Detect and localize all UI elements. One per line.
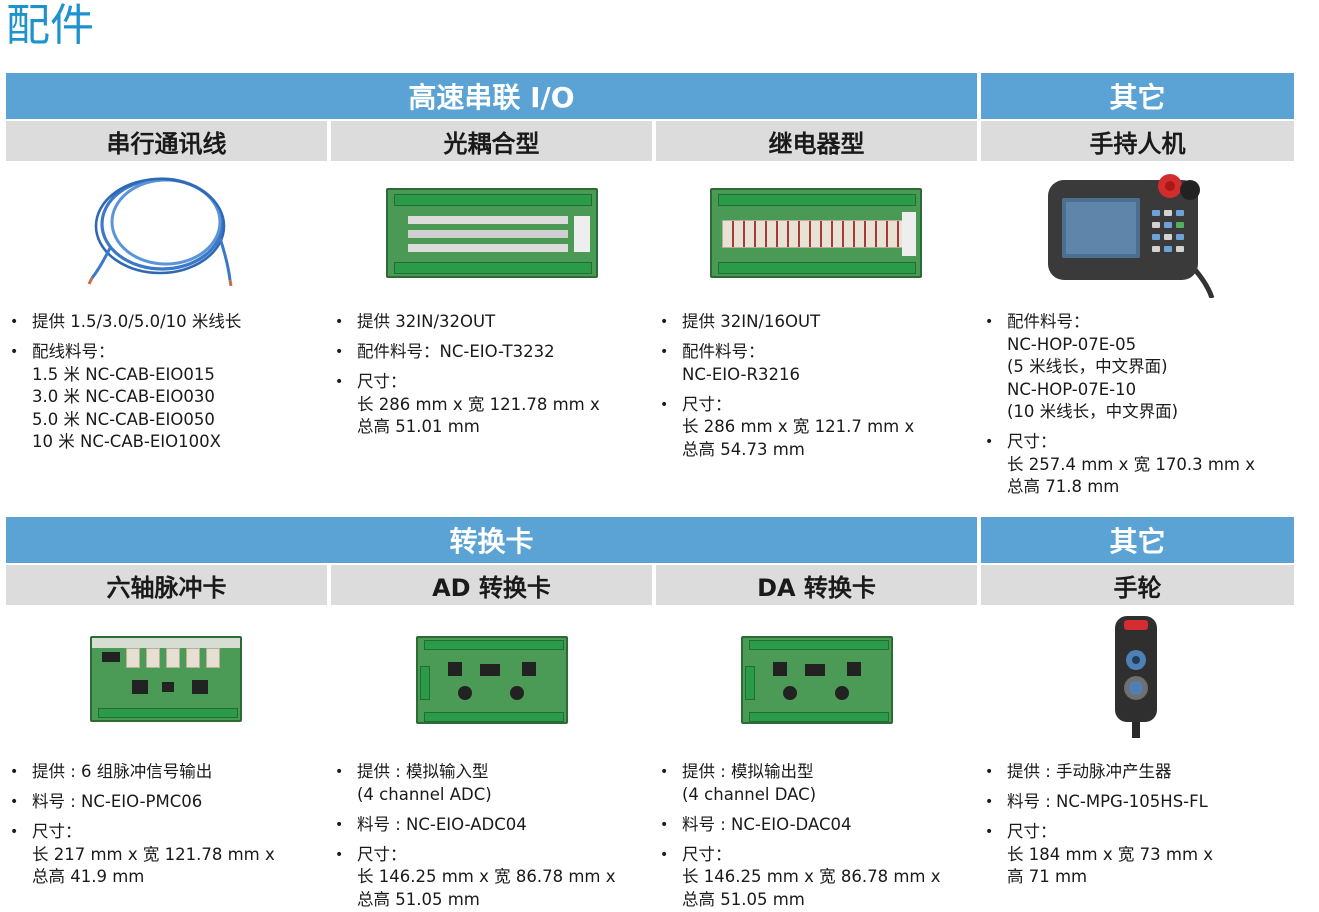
list-item: 尺寸： 长 146.25 mm x 宽 86.78 mm x 总高 51.05 … <box>658 844 976 912</box>
list-item: 配件料号： NC-EIO-R3216 <box>658 341 976 386</box>
item-da-card-details: 提供 : 模拟输出型 (4 channel DAC) 料号 : NC-EIO-D… <box>658 761 976 912</box>
item-handwheel-details: 提供 : 手动脉冲产生器 料号 : NC-MPG-105HS-FL 尺寸： 长 … <box>983 761 1301 896</box>
list-item: 提供 : 手动脉冲产生器 <box>983 761 1301 784</box>
da-card-icon <box>741 636 893 724</box>
category-pulse-card: 六轴脉冲卡 <box>6 565 327 605</box>
category-relay: 继电器型 <box>656 121 977 161</box>
list-item: 尺寸： 长 286 mm x 宽 121.78 mm x 总高 51.01 mm <box>333 371 651 439</box>
list-item: 提供 32IN/32OUT <box>333 311 651 334</box>
item-handheld-details: 配件料号： NC-HOP-07E-05 (5 米线长，中文界面) NC-HOP-… <box>983 311 1301 506</box>
category-da-card: DA 转换卡 <box>656 565 977 605</box>
pulse-card-icon <box>90 636 242 722</box>
list-item: 料号 : NC-EIO-ADC04 <box>333 814 651 837</box>
cable-icon <box>80 168 250 288</box>
list-item: 料号 : NC-EIO-DAC04 <box>658 814 976 837</box>
list-item: 提供 : 模拟输入型 (4 channel ADC) <box>333 761 651 806</box>
list-item: 提供 1.5/3.0/5.0/10 米线长 <box>8 311 326 334</box>
page-title: 配件 <box>6 0 94 51</box>
list-item: 配件料号：NC-EIO-T3232 <box>333 341 651 364</box>
list-item: 料号 : NC-MPG-105HS-FL <box>983 791 1301 814</box>
item-serial-cable-details: 提供 1.5/3.0/5.0/10 米线长 配线料号： 1.5 米 NC-CAB… <box>8 311 326 461</box>
ad-card-icon <box>416 636 568 724</box>
list-item: 提供 : 模拟输出型 (4 channel DAC) <box>658 761 976 806</box>
relay-board-icon <box>710 188 922 278</box>
list-item: 配件料号： NC-HOP-07E-05 (5 米线长，中文界面) NC-HOP-… <box>983 311 1301 424</box>
item-optocoupler-details: 提供 32IN/32OUT 配件料号：NC-EIO-T3232 尺寸： 长 28… <box>333 311 651 446</box>
item-relay-details: 提供 32IN/16OUT 配件料号： NC-EIO-R3216 尺寸： 长 2… <box>658 311 976 469</box>
category-optocoupler: 光耦合型 <box>331 121 652 161</box>
list-item: 尺寸： 长 184 mm x 宽 73 mm x 高 71 mm <box>983 821 1301 889</box>
list-item: 提供 32IN/16OUT <box>658 311 976 334</box>
list-item: 尺寸： 长 217 mm x 宽 121.78 mm x 总高 41.9 mm <box>8 821 326 889</box>
list-item: 尺寸： 长 286 mm x 宽 121.7 mm x 总高 54.73 mm <box>658 394 976 462</box>
section-serial-io: 高速串联 I/O 其它 串行通讯线 光耦合型 继电器型 手持人机 <box>6 73 1294 161</box>
item-ad-card-details: 提供 : 模拟输入型 (4 channel ADC) 料号 : NC-EIO-A… <box>333 761 651 912</box>
handwheel-icon <box>1110 614 1162 738</box>
item-pulse-card-details: 提供 : 6 组脉冲信号输出 料号 : NC-EIO-PMC06 尺寸： 长 2… <box>8 761 326 896</box>
list-item: 尺寸： 长 257.4 mm x 宽 170.3 mm x 总高 71.8 mm <box>983 431 1301 499</box>
list-item: 提供 : 6 组脉冲信号输出 <box>8 761 326 784</box>
list-item: 配线料号： 1.5 米 NC-CAB-EIO015 3.0 米 NC-CAB-E… <box>8 341 326 454</box>
group-header-other: 其它 <box>981 517 1294 563</box>
group-header-other: 其它 <box>981 73 1294 119</box>
handheld-terminal-icon <box>1046 170 1218 299</box>
group-header-converter: 转换卡 <box>6 517 977 563</box>
group-header-serial-io: 高速串联 I/O <box>6 73 977 119</box>
category-handheld: 手持人机 <box>981 121 1294 161</box>
category-handwheel: 手轮 <box>981 565 1294 605</box>
optocoupler-board-icon <box>386 188 598 278</box>
category-ad-card: AD 转换卡 <box>331 565 652 605</box>
list-item: 尺寸： 长 146.25 mm x 宽 86.78 mm x 总高 51.05 … <box>333 844 651 912</box>
category-serial-cable: 串行通讯线 <box>6 121 327 161</box>
section-converter-cards: 转换卡 其它 六轴脉冲卡 AD 转换卡 DA 转换卡 手轮 <box>6 517 1294 605</box>
list-item: 料号 : NC-EIO-PMC06 <box>8 791 326 814</box>
